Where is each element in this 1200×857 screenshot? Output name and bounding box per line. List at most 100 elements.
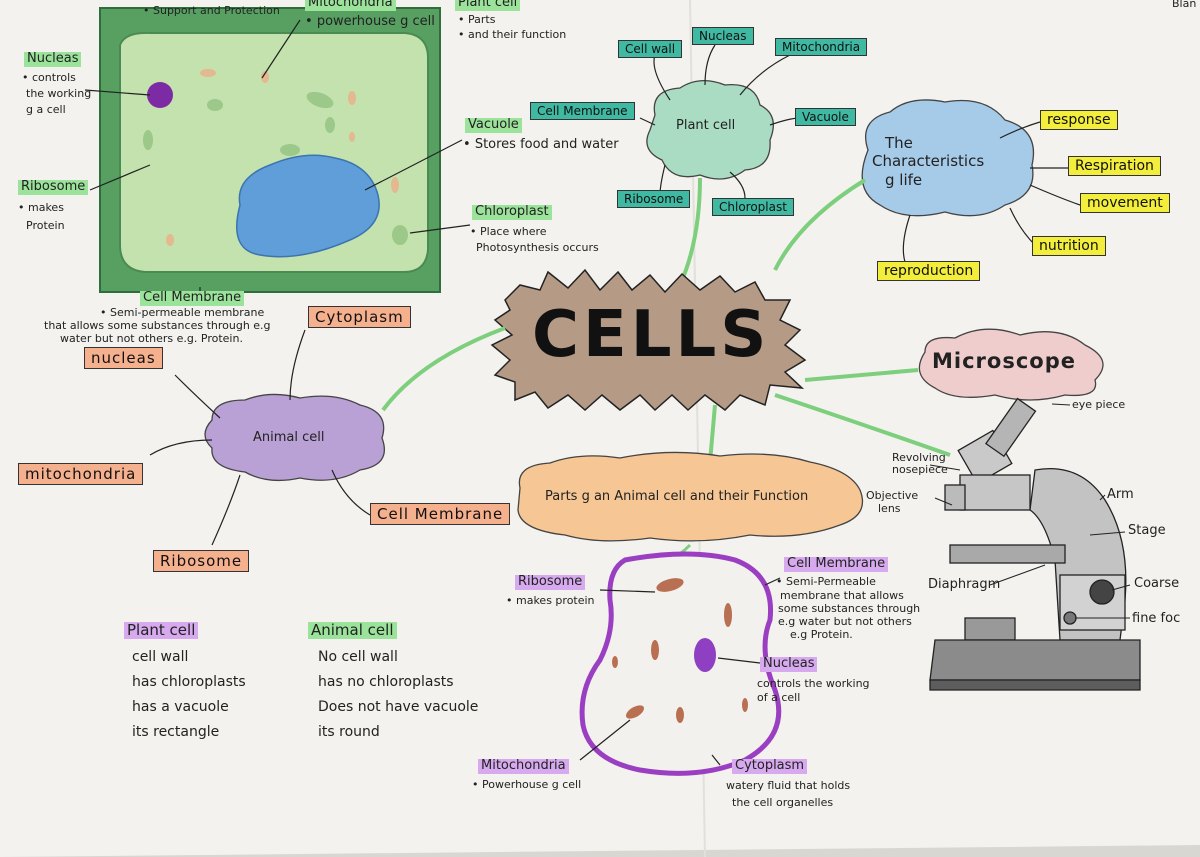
plant-mitochondria-desc: • powerhouse g cell <box>305 14 435 29</box>
comparison-plant-item: has a vacuole <box>132 699 229 715</box>
characteristic-nutrition: nutrition <box>1032 236 1106 256</box>
plant-chloroplast-desc-1: • Place where <box>470 225 547 238</box>
plant-nucleas-label: Nucleas <box>24 51 82 67</box>
characteristic-movement: movement <box>1080 193 1170 213</box>
microscope-eye-piece: eye piece <box>1072 398 1126 411</box>
animal-nucleus-dot <box>694 638 716 672</box>
microscope-leader-lines <box>929 403 1131 619</box>
microscope-stage: Stage <box>1128 523 1166 538</box>
animal-mitochondria-dots <box>612 578 748 723</box>
animal-branch-ribosome: Ribosome <box>153 550 250 572</box>
animal-mitochondria-label: Mitochondria <box>478 758 569 774</box>
microscope-cloud-shape <box>918 328 1104 401</box>
comparison-plant-list: cell wall has chloroplasts has a vacuole… <box>132 645 246 745</box>
page-title: CELLS <box>532 298 771 372</box>
microscope-objective: Objective <box>866 489 919 502</box>
animal-branch-cytoplasm: Cytoplasm <box>308 306 411 328</box>
characteristics-line-2: Characteristics <box>872 152 985 170</box>
comparison-animal-item: Does not have vacuole <box>318 699 479 715</box>
plant-nucleus-dot <box>147 82 173 108</box>
plant-vacuole-desc: • Stores food and water <box>463 137 619 152</box>
animal-nucleas-desc-2: of a cell <box>757 691 801 704</box>
plant-branch-vacuole: Vacuole <box>795 108 856 126</box>
comparison-plant-item: cell wall <box>132 649 189 665</box>
animal-cytoplasm-desc-2: the cell organelles <box>732 796 834 809</box>
plant-cell-desc-2: • and their function <box>458 28 567 41</box>
microscope-lens: lens <box>878 502 901 515</box>
plant-cell-cloud-shape <box>646 80 774 180</box>
microscope-nosepiece: nosepiece <box>892 463 948 476</box>
animal-nucleas-desc-1: controls the working <box>757 677 870 690</box>
characteristic-response: response <box>1040 110 1118 130</box>
plant-chloroplast-desc-2: Photosynthesis occurs <box>476 241 599 254</box>
plant-chloroplast-label: Chloroplast <box>472 204 552 220</box>
plant-nucleas-desc-1: • controls <box>22 71 76 84</box>
plant-membrane-desc-1: • Semi-permeable membrane <box>100 306 265 319</box>
animal-cytoplasm-label: Cytoplasm <box>732 758 808 774</box>
plant-ribosome-desc-2: Protein <box>26 219 65 232</box>
microscope-revolving: Revolving <box>892 451 946 464</box>
characteristics-branches <box>902 121 1081 263</box>
plant-branch-cell-wall: Cell wall <box>618 40 683 58</box>
plant-branch-cell-membrane: Cell Membrane <box>530 102 635 120</box>
plant-branch-mitochondria: Mitochondria <box>775 38 868 56</box>
plant-vacuole-label: Vacuole <box>465 117 522 133</box>
characteristics-line-3: g life <box>885 171 923 189</box>
animal-mitochondria-desc: • Powerhouse g cell <box>472 778 582 791</box>
animal-membrane-desc-2: membrane that allows <box>780 589 904 602</box>
comparison-plant-item: has chloroplasts <box>132 674 246 690</box>
plant-ribosome-desc-1: • makes <box>18 201 64 214</box>
animal-branch-nucleas: nucleas <box>84 347 163 369</box>
animal-ribosome-label: Ribosome <box>515 574 586 590</box>
plant-leader-lines <box>84 19 471 300</box>
plant-membrane-desc-3: water but not others e.g. Protein. <box>60 332 243 345</box>
plant-nucleas-desc-3: g a cell <box>26 103 66 116</box>
comparison-animal-heading: Animal cell <box>308 621 397 640</box>
plant-cell-desc-1: • Parts <box>458 13 496 26</box>
characteristics-connector <box>773 178 867 271</box>
comparison-plant-heading: Plant cell <box>124 621 199 640</box>
plant-branch-nucleas: Nucleas <box>692 27 754 45</box>
characteristics-line-1: The <box>885 134 913 152</box>
animal-cell-cloud-shape <box>204 393 386 482</box>
animal-ribosome-desc: • makes protein <box>506 594 595 607</box>
plant-organelles <box>143 91 408 245</box>
plant-mitochondria-label: Mitochondria <box>305 0 396 11</box>
animal-nucleas-label: Nucleas <box>760 656 818 672</box>
animal-membrane-desc-4: e.g water but not others <box>778 615 912 628</box>
characteristic-reproduction: reproduction <box>877 261 981 281</box>
animal-membrane-label: Cell Membrane <box>784 556 889 572</box>
plant-cloud-center: Plant cell <box>676 118 736 133</box>
animal-cloud-branches <box>149 329 371 546</box>
center-connectors <box>381 326 951 463</box>
corner-text: Blan <box>1172 0 1197 10</box>
plant-mitochondria-dots <box>166 69 399 246</box>
parts-cloud-text: Parts g an Animal cell and their Functio… <box>545 489 809 504</box>
animal-branch-cell-membrane: Cell Membrane <box>370 503 511 525</box>
plant-branch-chloroplast: Chloroplast <box>712 198 794 216</box>
comparison-animal-item: No cell wall <box>318 649 398 665</box>
plant-branch-ribosome: Ribosome <box>617 190 691 208</box>
comparison-animal-item: its round <box>318 724 380 740</box>
plant-cell-wall-desc: • Support and Protection <box>143 4 280 17</box>
animal-cloud-center: Animal cell <box>253 430 325 445</box>
comparison-animal-item: has no chloroplasts <box>318 674 454 690</box>
animal-membrane-desc-1: • Semi-Permeable <box>776 575 876 588</box>
microscope-diaphragm: Diaphragm <box>928 577 1001 592</box>
animal-leader-lines <box>579 577 781 766</box>
comparison-animal-list: No cell wall has no chloroplasts Does no… <box>318 645 478 745</box>
animal-membrane-desc-3: some substances through <box>778 602 921 615</box>
plant-membrane-desc-2: that allows some substances through e.g <box>44 319 271 332</box>
microscope-cloud-text: Microscope <box>932 349 1076 373</box>
animal-membrane-desc-5: e.g Protein. <box>790 628 853 641</box>
animal-cytoplasm-desc-1: watery fluid that holds <box>726 779 851 792</box>
comparison-plant-item: its rectangle <box>132 724 220 740</box>
plant-membrane-label: Cell Membrane <box>140 290 245 306</box>
plant-cell-heading: Plant cell <box>455 0 521 11</box>
animal-branch-mitochondria: mitochondria <box>18 463 144 485</box>
microscope-drawing <box>929 397 1141 691</box>
microscope-fine-focus: fine foc <box>1132 611 1181 626</box>
plant-ribosome-label: Ribosome <box>18 179 89 195</box>
cells-starburst <box>490 268 807 412</box>
